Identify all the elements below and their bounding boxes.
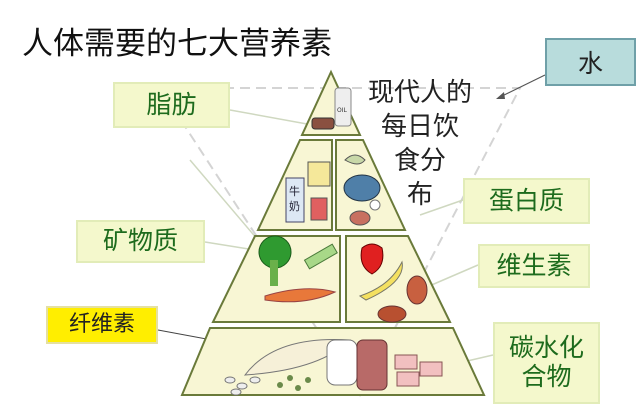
leaf-icon (344, 154, 366, 165)
center-caption: 现代人的 每日饮 食分 布 (367, 78, 472, 210)
milk-carton-icon (285, 177, 305, 223)
brown-bread-icon (356, 339, 388, 391)
cheese-icon (307, 161, 331, 187)
food-illustrations: OIL 牛 奶 (224, 87, 443, 396)
chocolate-icon (311, 117, 335, 130)
beans-icon (224, 376, 261, 396)
label-protein: 蛋白质 (463, 178, 590, 224)
cracker-icon (394, 354, 418, 370)
page-title: 人体需要的七大营养素 (22, 26, 332, 62)
apple-icon (360, 243, 384, 275)
label-carbohydrates: 碳水化 合物 (493, 322, 600, 404)
label-vitamins: 维生素 (478, 244, 590, 288)
drumstick-icon (349, 210, 371, 226)
label-minerals: 矿物质 (76, 220, 205, 263)
juice-icon (310, 197, 328, 221)
fish-icon (343, 174, 381, 202)
svg-text:牛: 牛 (289, 184, 300, 198)
label-fiber: 纤维素 (46, 306, 158, 344)
white-bread-icon (326, 339, 358, 386)
label-water: 水 (545, 38, 636, 86)
egg-icon (369, 199, 381, 211)
water-arrow (497, 74, 546, 99)
label-fat: 脂肪 (113, 82, 230, 128)
oil-label: OIL (337, 107, 347, 114)
oil-bottle-icon (334, 87, 352, 127)
carrot-icon (264, 288, 337, 303)
svg-text:奶: 奶 (289, 199, 300, 213)
nut-icon (406, 275, 428, 305)
arrow-head-icon (496, 92, 505, 99)
banana-icon (358, 260, 403, 301)
grains-icon (277, 375, 311, 391)
celery-icon (303, 243, 338, 270)
bowl-icon (377, 305, 407, 323)
connector-lines (189, 109, 494, 366)
